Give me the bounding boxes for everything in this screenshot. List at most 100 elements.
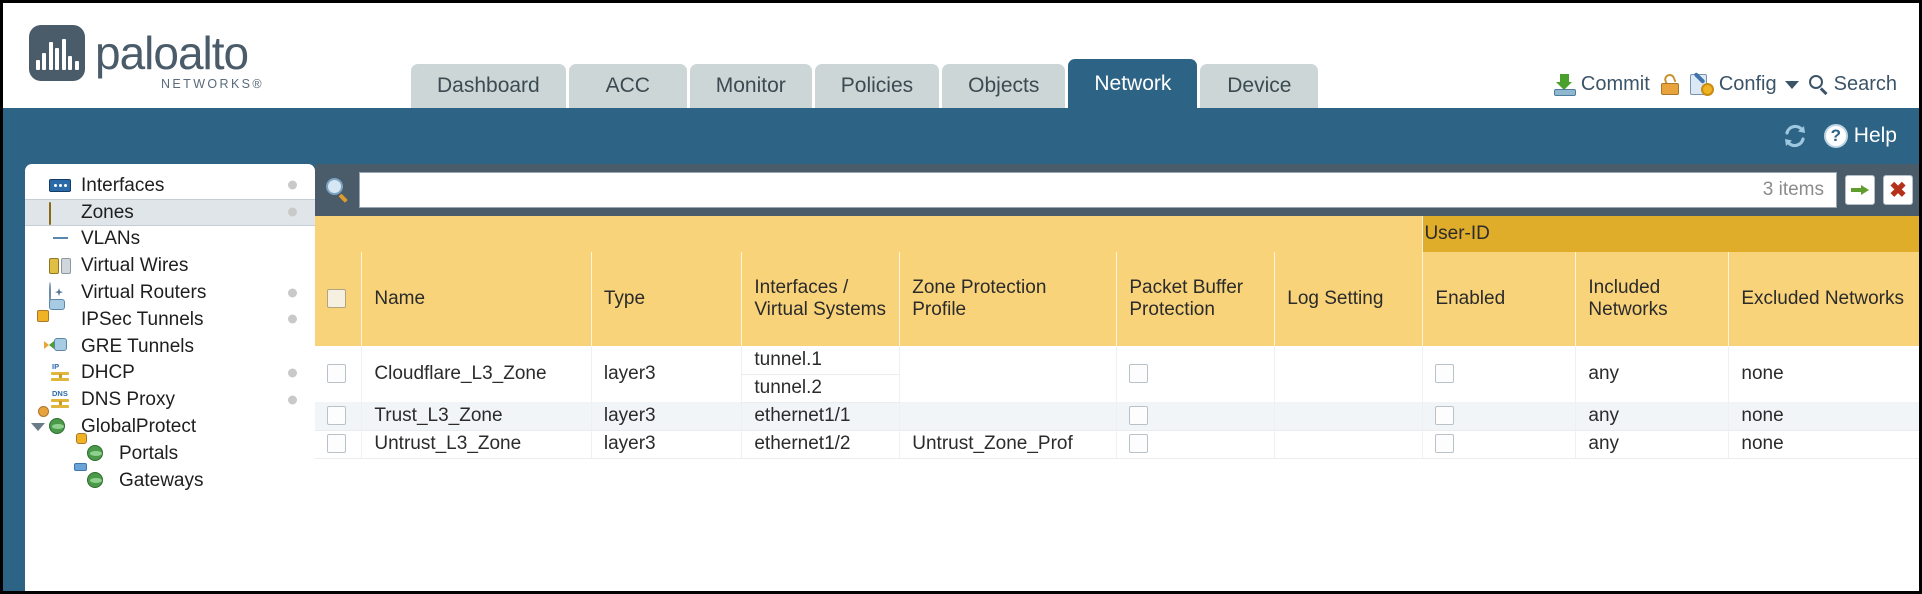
search-icon (1808, 74, 1829, 95)
tab-objects[interactable]: Objects (942, 64, 1066, 108)
brand-name: paloalto (95, 27, 249, 79)
cell-interface: tunnel.2 (741, 374, 900, 403)
sidebar-item-gateways[interactable]: Gateways (25, 462, 315, 494)
column-header-name[interactable]: Name (361, 252, 592, 346)
userid-enabled-checkbox[interactable] (1435, 434, 1455, 454)
cell-packet-buffer-protection (1116, 402, 1275, 431)
virtual-wires-icon (49, 256, 72, 275)
packet-buffer-protection-checkbox[interactable] (1129, 406, 1149, 426)
sidebar-item-virtual-routers[interactable]: Virtual Routers (25, 279, 315, 306)
zones-icon (49, 201, 72, 225)
sidebar-item-label: Virtual Wires (81, 255, 189, 277)
sidebar-item-interfaces[interactable]: Interfaces (25, 172, 315, 199)
main-nav-tabs: Dashboard ACC Monitor Policies Objects N… (411, 59, 1319, 108)
search-label: Search (1833, 73, 1897, 95)
apply-filter-arrow-icon (1851, 185, 1869, 195)
cell-log-setting (1274, 430, 1423, 459)
apply-filter-button[interactable] (1845, 175, 1875, 205)
cell-excluded-networks: none (1728, 430, 1919, 459)
column-header-userid-enabled[interactable]: Enabled (1422, 252, 1576, 346)
sidebar-item-label: DNS Proxy (81, 389, 175, 411)
zones-table-container: User-ID Name Type Interfaces / Virtual S… (315, 216, 1919, 591)
chevron-down-icon[interactable] (31, 422, 45, 431)
cell-type: layer3 (590, 346, 742, 402)
sidebar-item-dns-proxy[interactable]: DNS DNS Proxy (25, 386, 315, 413)
help-button[interactable]: ? Help (1823, 124, 1897, 148)
select-all-header (315, 252, 362, 346)
help-label: Help (1853, 124, 1897, 147)
search-input[interactable]: 3 items (359, 172, 1837, 208)
cell-userid-enabled (1422, 430, 1576, 459)
column-header-interfaces[interactable]: Interfaces / Virtual Systems (741, 252, 900, 346)
config-menu-button[interactable]: Config (1689, 71, 1799, 96)
row-checkbox[interactable] (327, 364, 346, 384)
sidebar-item-label: VLANs (81, 228, 141, 250)
tab-acc[interactable]: ACC (568, 64, 687, 108)
cell-zone-protection-profile: Untrust_Zone_Prof (899, 430, 1117, 459)
portals-icon (76, 432, 110, 463)
table-row[interactable]: Untrust_L3_Zone layer3 ethernet1/2 Untru… (315, 430, 1919, 459)
cell-interface: ethernet1/1 (741, 402, 900, 431)
tab-dashboard[interactable]: Dashboard (411, 64, 566, 108)
sub-header-bar: ? Help (3, 108, 1919, 164)
sidebar-nav: Interfaces Zones VLANs Virtual Wires Vir… (25, 164, 315, 591)
column-header-zone-protection-profile[interactable]: Zone Protection Profile (899, 252, 1117, 346)
cell-name[interactable]: Cloudflare_L3_Zone (361, 346, 592, 402)
search-icon[interactable] (325, 177, 351, 203)
column-header-packet-buffer-protection[interactable]: Packet Buffer Protection (1116, 252, 1275, 346)
column-header-excluded-networks[interactable]: Excluded Networks (1728, 252, 1919, 346)
ipsec-tunnels-icon (37, 298, 72, 329)
brand-logo: paloalto NETWORKS® (29, 25, 264, 91)
column-header-included-networks[interactable]: Included Networks (1575, 252, 1729, 346)
cell-included-networks: any (1575, 402, 1729, 431)
column-header-log-setting[interactable]: Log Setting (1274, 252, 1423, 346)
commit-label: Commit (1580, 73, 1650, 95)
sidebar-item-label: DHCP (81, 362, 135, 384)
clear-filter-button[interactable]: ✖ (1883, 175, 1913, 205)
tab-network[interactable]: Network (1068, 59, 1198, 108)
header-toolbar: Commit Config Search (1553, 71, 1897, 96)
cell-name[interactable]: Untrust_L3_Zone (361, 430, 592, 459)
tab-device[interactable]: Device (1200, 64, 1319, 108)
sidebar-item-dhcp[interactable]: IP DHCP (25, 360, 315, 387)
sidebar-item-zones[interactable]: Zones (25, 198, 315, 226)
sidebar-item-globalprotect[interactable]: GlobalProtect (25, 406, 315, 440)
sidebar-item-ipsec-tunnels[interactable]: IPSec Tunnels (25, 298, 315, 333)
paloalto-logo-icon (29, 25, 85, 81)
tab-policies[interactable]: Policies (814, 64, 940, 108)
sidebar-item-vlans[interactable]: VLANs (25, 226, 315, 253)
lock-button[interactable] (1660, 72, 1680, 95)
search-button[interactable]: Search (1808, 73, 1897, 96)
sidebar-item-gre-tunnels[interactable]: GRE Tunnels (25, 333, 315, 360)
userid-enabled-checkbox[interactable] (1435, 406, 1455, 426)
sidebar-item-label: Portals (119, 442, 179, 464)
zones-table: User-ID Name Type Interfaces / Virtual S… (315, 216, 1919, 459)
row-checkbox[interactable] (327, 434, 346, 454)
sidebar-item-label: IPSec Tunnels (81, 308, 204, 330)
sidebar-item-label: GlobalProtect (81, 416, 197, 438)
table-row[interactable]: Trust_L3_Zone layer3 ethernet1/1 a (315, 402, 1919, 431)
sidebar-item-virtual-wires[interactable]: Virtual Wires (25, 252, 315, 279)
packet-buffer-protection-checkbox[interactable] (1129, 364, 1149, 384)
status-dot (288, 288, 297, 298)
select-all-checkbox[interactable] (327, 289, 346, 309)
group-header-spacer (315, 216, 1423, 252)
dns-proxy-icon: DNS (49, 390, 72, 409)
tab-monitor[interactable]: Monitor (689, 64, 812, 108)
row-checkbox[interactable] (327, 406, 346, 426)
brand-tagline: NETWORKS® (161, 77, 265, 91)
sidebar-item-label: GRE Tunnels (81, 335, 194, 357)
sidebar-item-portals[interactable]: Portals (25, 432, 315, 467)
cell-name[interactable]: Trust_L3_Zone (361, 402, 592, 431)
sub-header-actions: ? Help (1782, 124, 1897, 148)
cell-type: layer3 (590, 402, 742, 431)
globalprotect-icon (38, 406, 72, 436)
column-header-type[interactable]: Type (590, 252, 742, 346)
userid-enabled-checkbox[interactable] (1435, 364, 1455, 384)
commit-button[interactable]: Commit (1553, 73, 1650, 96)
table-row[interactable]: Cloudflare_L3_Zone layer3 tunnel.1 (315, 346, 1919, 402)
app-header: paloalto NETWORKS® Dashboard ACC Monitor… (3, 3, 1919, 108)
sidebar-item-label: Zones (81, 201, 134, 223)
packet-buffer-protection-checkbox[interactable] (1129, 434, 1149, 454)
refresh-icon[interactable] (1782, 124, 1808, 148)
